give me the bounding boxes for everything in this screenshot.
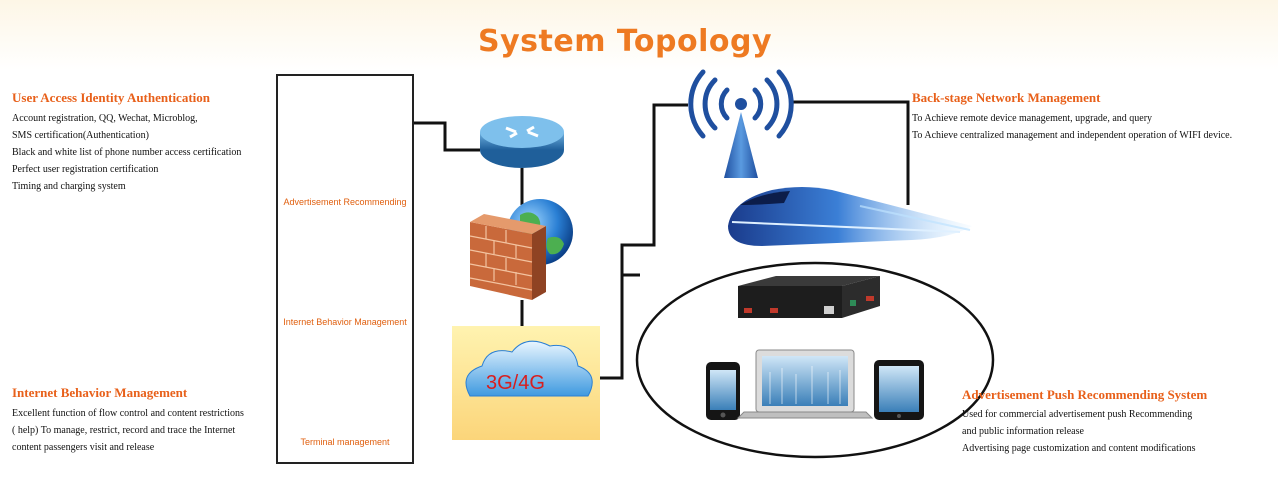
user-access-heading: User Access Identity Authentication	[12, 90, 211, 105]
ad-push-description: Used for commercial advertisement push R…	[962, 406, 1196, 457]
devices-ellipse	[635, 261, 995, 459]
server-group-box: Advertisement Recommending Internet Beha…	[276, 74, 414, 464]
laptop-icon	[736, 349, 874, 419]
ad-push-line: Used for commercial advertisement push R…	[962, 409, 1193, 420]
back-stage-line: To Achieve remote device management, upg…	[912, 113, 1153, 124]
server-label-terminal: Terminal management	[300, 437, 390, 447]
high-speed-train-icon	[728, 187, 972, 246]
user-access-line: Black and white list of phone number acc…	[12, 147, 242, 158]
smartphone-icon	[706, 362, 740, 420]
firewall-icon	[469, 214, 546, 300]
server-label-internet-behavior: Internet Behavior Management	[283, 317, 407, 327]
back-stage-line: To Achieve centralized management and in…	[912, 130, 1233, 141]
back-stage-description: To Achieve remote device management, upg…	[912, 110, 1232, 144]
header-background	[0, 0, 1278, 70]
router-icon	[480, 116, 564, 168]
internet-behavior-line: ( help) To manage, restrict, record and …	[12, 425, 236, 436]
cloud-network-icon	[452, 326, 600, 440]
cloud-label: 3G/4G	[486, 372, 545, 394]
user-access-line: Timing and charging system	[12, 181, 126, 192]
ad-push-line: Advertising page customization and conte…	[962, 443, 1196, 454]
internet-behavior-heading: Internet Behavior Management	[12, 385, 188, 400]
user-access-line: Account registration, QQ, Wechat, Microb…	[12, 113, 198, 124]
wifi-antenna-icon	[688, 69, 794, 178]
user-access-description: Account registration, QQ, Wechat, Microb…	[12, 110, 241, 195]
user-access-line: SMS certification(Authentication)	[12, 130, 149, 141]
internet-behavior-line: content passengers visit and release	[12, 442, 155, 453]
internet-behavior-description: Excellent function of flow control and c…	[12, 405, 244, 456]
internet-behavior-line: Excellent function of flow control and c…	[12, 408, 244, 419]
ad-push-line: and public information release	[962, 426, 1084, 437]
page-title: System Topology	[478, 24, 773, 59]
back-stage-heading: Back-stage Network Management	[912, 90, 1101, 105]
wifi-device-icon	[738, 276, 880, 318]
user-access-line: Perfect user registration certification	[12, 164, 159, 175]
server-label-advertisement: Advertisement Recommending	[283, 197, 407, 207]
tablet-icon	[874, 360, 924, 420]
ad-push-heading: Advertisement Push Recommending System	[962, 387, 1208, 402]
connection-lines	[410, 100, 910, 380]
